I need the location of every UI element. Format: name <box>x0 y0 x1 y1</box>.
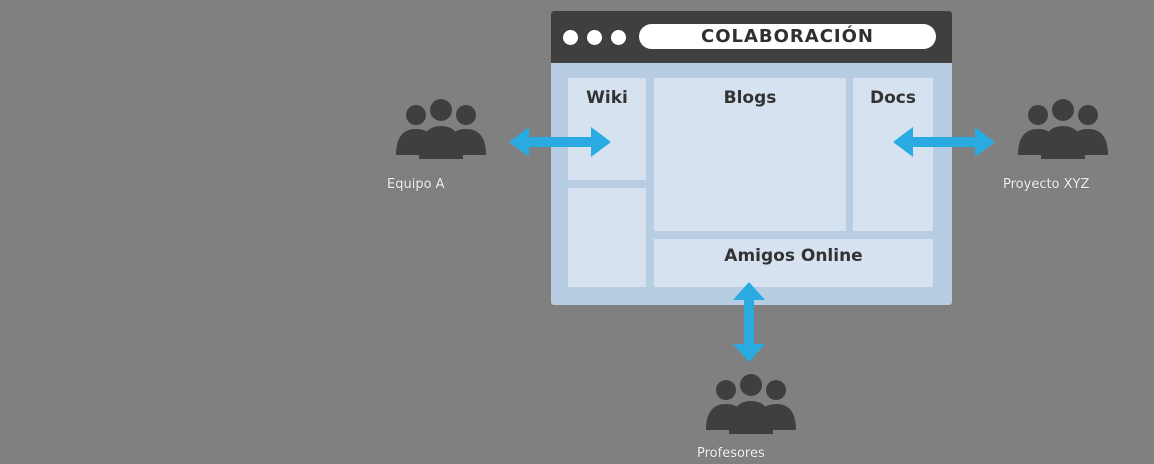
group-label-right: Proyecto XYZ <box>1003 177 1090 192</box>
panel-friends[interactable]: Amigos Online <box>654 239 933 287</box>
panel-blogs[interactable]: Blogs <box>654 78 846 231</box>
vertical-double-arrow-icon <box>733 282 765 362</box>
people-group-icon <box>1008 95 1118 165</box>
window-title: COLABORACIÓN <box>639 24 936 49</box>
panel-wiki-label: Wiki <box>586 88 628 108</box>
panel-empty <box>568 188 646 287</box>
people-group-icon <box>386 95 496 165</box>
window-control-dot[interactable] <box>563 30 578 45</box>
people-group-icon <box>696 370 806 440</box>
group-label-bottom: Profesores <box>697 446 765 461</box>
window-control-dot[interactable] <box>611 30 626 45</box>
window-control-dot[interactable] <box>587 30 602 45</box>
double-arrow-icon <box>893 127 995 157</box>
collaboration-window: COLABORACIÓN Wiki Blogs Docs Amigos Onli… <box>551 11 952 305</box>
panel-docs[interactable]: Docs <box>853 78 933 231</box>
window-titlebar: COLABORACIÓN <box>551 11 952 63</box>
panel-blogs-label: Blogs <box>723 88 777 108</box>
panel-wiki[interactable]: Wiki <box>568 78 646 180</box>
people-group-icon-svg <box>396 99 486 159</box>
people-group-icon-svg <box>1018 99 1108 159</box>
panel-friends-label: Amigos Online <box>724 246 863 266</box>
group-label-left: Equipo A <box>387 177 445 192</box>
people-group-icon-svg <box>706 374 796 434</box>
panel-docs-label: Docs <box>870 88 916 108</box>
double-arrow-icon <box>509 127 611 157</box>
